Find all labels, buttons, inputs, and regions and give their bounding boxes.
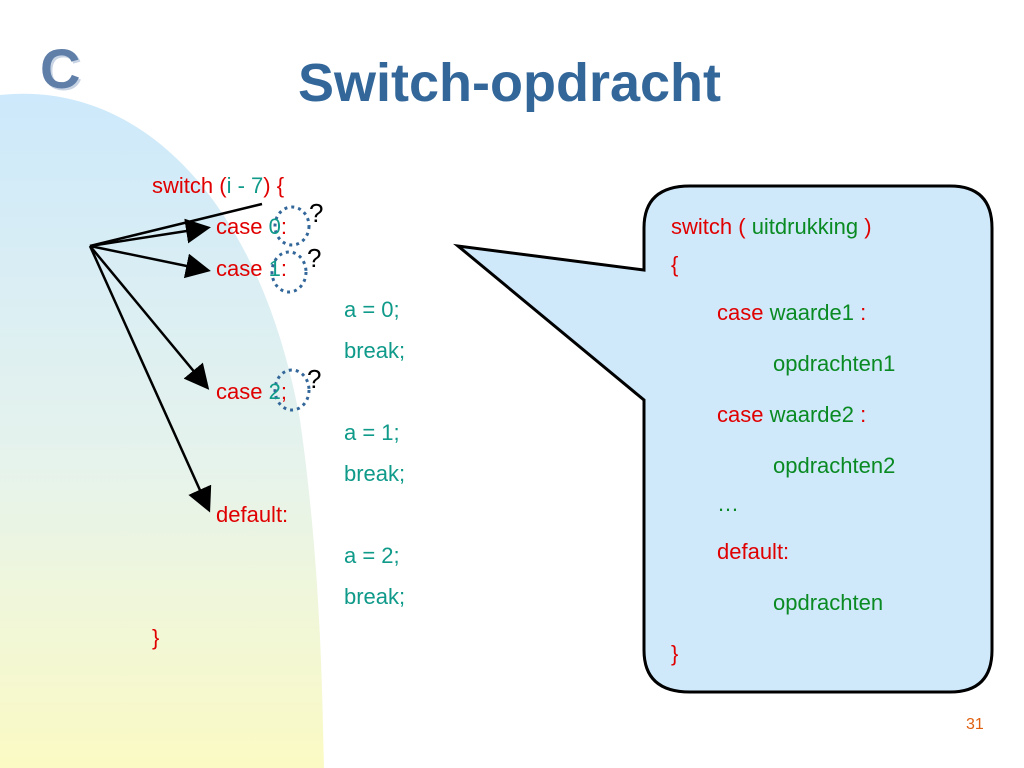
- page-number: 31: [966, 716, 984, 733]
- callout-body1: opdrachten1: [773, 351, 896, 376]
- page-title: Switch-opdracht: [298, 53, 722, 113]
- logo-c: C: [40, 37, 81, 100]
- keyword-case: case: [216, 214, 263, 239]
- keyword-case: case: [717, 402, 764, 427]
- code-case1: case 1:: [216, 256, 287, 282]
- question-mark: ?: [307, 364, 322, 394]
- keyword-case: case: [216, 379, 263, 404]
- code-case2: case 2;: [216, 379, 287, 405]
- background-swoosh: [0, 93, 324, 768]
- keyword-switch: switch (: [152, 173, 227, 198]
- callout-open-brace: {: [671, 252, 679, 277]
- case-value: 1: [268, 256, 281, 281]
- code-default: default:: [216, 502, 289, 527]
- callout-case1: case waarde1 :: [717, 300, 866, 326]
- keyword-case: case: [717, 300, 764, 325]
- keyword-case: case: [216, 256, 263, 281]
- code-stmt-a0: a = 0;: [344, 297, 400, 322]
- switch-close: ) {: [263, 173, 285, 198]
- code-switch-line: switch (i - 7) {: [152, 173, 284, 199]
- callout-value: waarde1: [769, 300, 854, 325]
- callout-default: default:: [717, 539, 790, 564]
- code-stmt-a1: a = 1;: [344, 420, 400, 445]
- question-mark: ?: [307, 243, 322, 273]
- code-close-brace: }: [152, 625, 160, 650]
- callout-body2: opdrachten2: [773, 453, 896, 478]
- callout-close-brace: }: [671, 641, 679, 666]
- code-break: break;: [344, 461, 406, 486]
- arrows: [88, 202, 263, 513]
- case-colon: ;: [280, 379, 287, 404]
- callout-ellipsis: …: [717, 491, 739, 516]
- switch-expression: i - 7: [226, 173, 264, 198]
- code-break: break;: [344, 584, 406, 609]
- callout-value: waarde2: [769, 402, 854, 427]
- callout-colon: :: [860, 402, 867, 427]
- callout-switch-line: switch ( uitdrukking ): [671, 214, 872, 240]
- callout-paren: ): [864, 214, 872, 239]
- callout-bubble: [453, 184, 994, 694]
- code-stmt-a2: a = 2;: [344, 543, 400, 568]
- case-value: 0: [268, 214, 281, 239]
- case-colon: :: [280, 214, 287, 239]
- callout-colon: :: [860, 300, 867, 325]
- code-break: break;: [344, 338, 406, 363]
- case-colon: :: [280, 256, 287, 281]
- highlight-circles: [270, 205, 311, 412]
- case-value: 2: [268, 379, 281, 404]
- question-mark: ?: [309, 198, 324, 228]
- keyword-switch: switch (: [671, 214, 746, 239]
- code-case0: case 0:: [216, 214, 287, 240]
- callout-expression: uitdrukking: [751, 214, 859, 239]
- callout-body3: opdrachten: [773, 590, 884, 615]
- callout-case2: case waarde2 :: [717, 402, 866, 428]
